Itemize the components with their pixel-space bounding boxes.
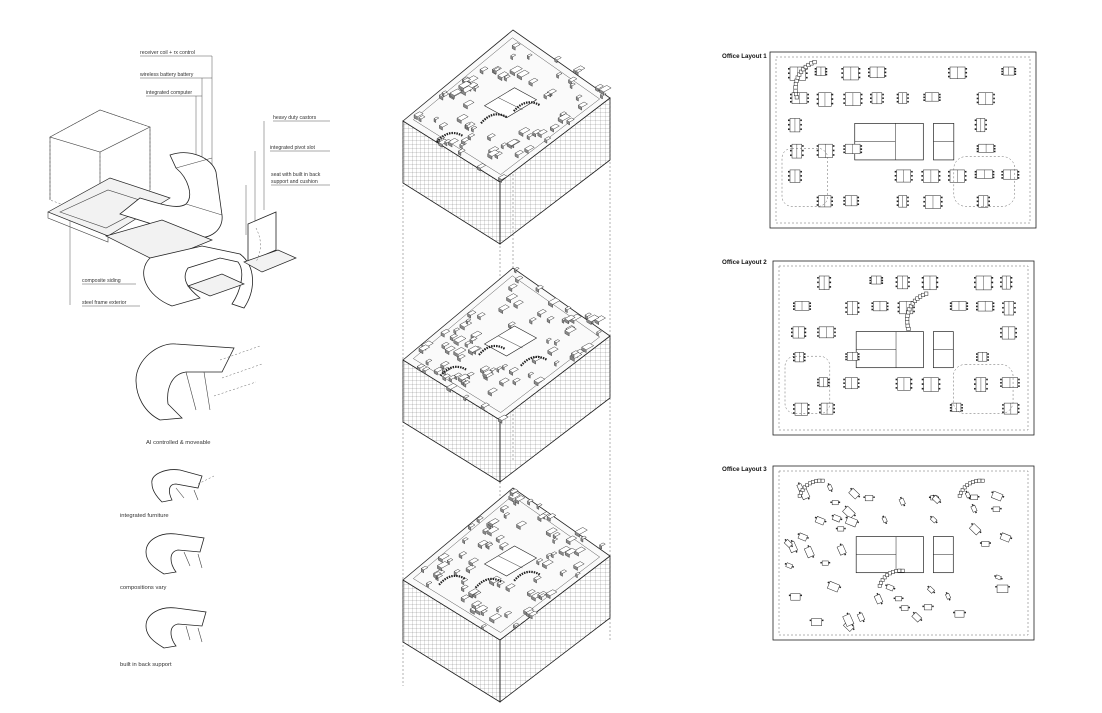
integrated-furniture-sketch: integrated furniture <box>120 469 215 519</box>
callout-battery: wireless battery battery <box>140 72 194 78</box>
iso-floor-3 <box>402 487 611 703</box>
caption-compositions-vary: compositions vary <box>120 585 166 591</box>
moveable-unit-sketch: AI controlled & moveable <box>135 343 263 446</box>
iso-floor-1 <box>402 29 612 245</box>
office-layout-1: Office Layout 1 <box>722 51 1037 229</box>
exploded-chair-diagram: receiver coil + rx control wireless batt… <box>47 50 330 309</box>
callout-support-cushion: support and cushion <box>271 179 318 185</box>
office-layout-2: Office Layout 2 <box>722 259 1035 436</box>
callout-composite-siding: composite siding <box>82 278 121 284</box>
layout-title-2: Office Layout 2 <box>722 259 767 266</box>
built-in-back-sketch: built in back support <box>120 607 207 668</box>
caption-ai-controlled: AI controlled & moveable <box>146 440 210 446</box>
callout-steel-frame: steel frame exterior <box>82 300 127 306</box>
layout-title-3: Office Layout 3 <box>722 466 767 473</box>
layout-title-1: Office Layout 1 <box>722 53 767 60</box>
callout-heavy-duty-castors: heavy duty castors <box>273 115 317 121</box>
callout-integrated-computer: integrated computer <box>146 90 192 96</box>
callout-seat-built-in-back: seat with built in back <box>271 172 321 178</box>
office-layout-3: Office Layout 3 <box>722 465 1035 641</box>
iso-floor-2 <box>402 267 611 483</box>
callout-receiver-coil: receiver coil + rx control <box>140 50 195 56</box>
compositions-vary-sketch: compositions vary <box>120 533 205 591</box>
caption-built-in-back: built in back support <box>120 662 172 668</box>
isometric-floors <box>402 29 612 703</box>
callout-integrated-pivot-slot: integrated pivot slot <box>270 145 316 151</box>
caption-integrated-furniture: integrated furniture <box>120 513 169 519</box>
